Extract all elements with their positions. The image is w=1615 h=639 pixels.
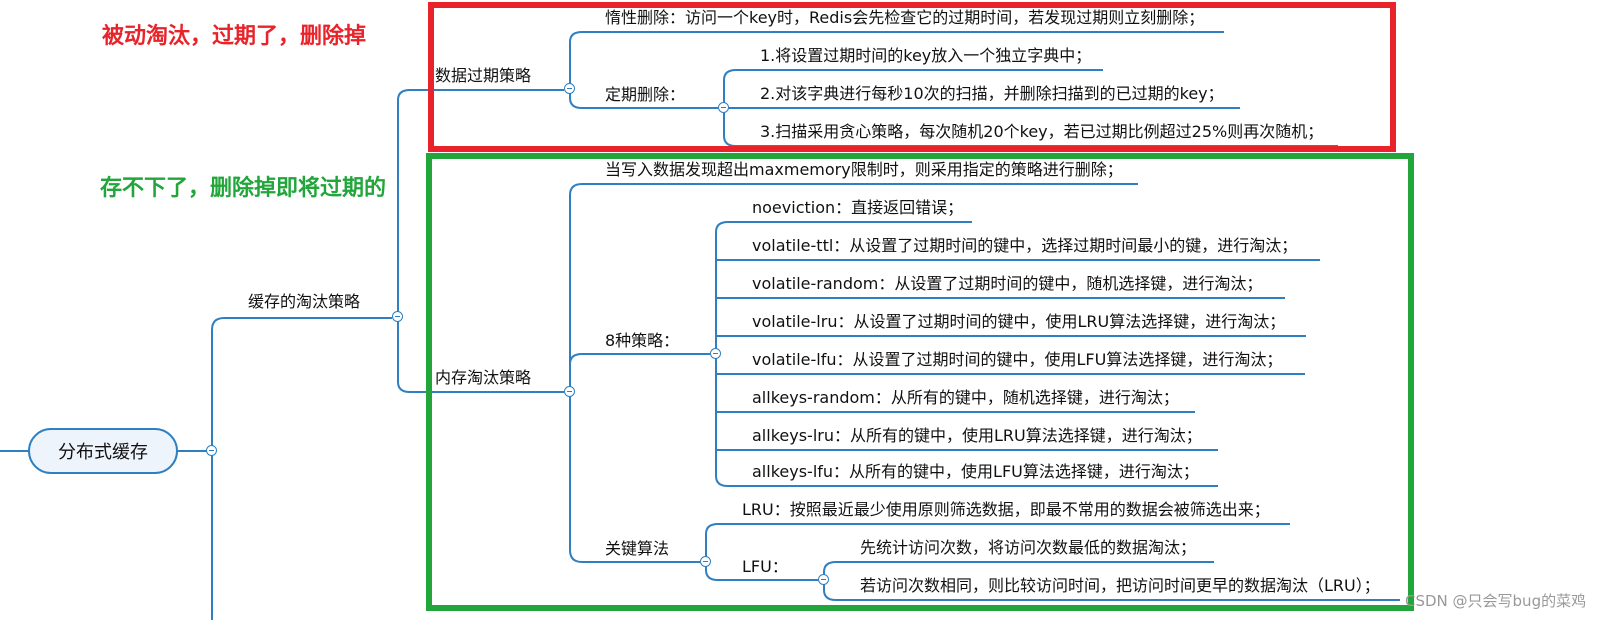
node-lfu[interactable]: LFU： xyxy=(742,557,788,576)
collapse-icon[interactable] xyxy=(392,311,403,322)
red-highlight-box xyxy=(428,2,1396,152)
strategy-item[interactable]: volatile-lru：从设置了过期时间的键中，使用LRU算法选择键，进行淘汰… xyxy=(752,312,1286,331)
node-periodic-step-2[interactable]: 2.对该字典进行每秒10次的扫描，并删除扫描到的已过期的key； xyxy=(760,84,1224,103)
annotation-full: 存不下了，删除掉即将过期的 xyxy=(100,176,387,201)
lfu-item[interactable]: 若访问次数相同，则比较访问时间，把访问时间更早的数据淘汰（LRU）； xyxy=(860,576,1380,595)
node-periodic-step-3[interactable]: 3.扫描采用贪心策略，每次随机20个key，若已过期比例超过25%则再次随机； xyxy=(760,122,1324,141)
node-lazy-delete[interactable]: 惰性删除：访问一个key时，Redis会先检查它的过期时间，若发现过期则立刻删除… xyxy=(605,8,1205,27)
node-lru[interactable]: LRU：按照最近最少使用原则筛选数据，即最不常用的数据会被筛选出来； xyxy=(742,500,1270,519)
node-periodic-delete[interactable]: 定期删除： xyxy=(605,85,686,104)
strategy-item[interactable]: allkeys-lru：从所有的键中，使用LRU算法选择键，进行淘汰； xyxy=(752,426,1202,445)
node-maxmemory-trigger[interactable]: 当写入数据发现超出maxmemory限制时，则采用指定的策略进行删除； xyxy=(605,160,1123,179)
strategy-item[interactable]: volatile-lfu：从设置了过期时间的键中，使用LFU算法选择键，进行淘汰… xyxy=(752,350,1283,369)
collapse-icon[interactable] xyxy=(206,445,217,456)
node-eight-strategies[interactable]: 8种策略： xyxy=(605,331,680,350)
watermark: CSDN @只会写bug的菜鸡 xyxy=(1405,592,1587,610)
node-memory-eviction[interactable]: 内存淘汰策略 xyxy=(435,368,532,387)
node-key-algorithms[interactable]: 关键算法 xyxy=(605,539,670,558)
root-node[interactable]: 分布式缓存 xyxy=(28,428,178,474)
root-label: 分布式缓存 xyxy=(58,442,148,463)
collapse-icon[interactable] xyxy=(818,574,829,585)
strategy-item[interactable]: volatile-ttl：从设置了过期时间的键中，选择过期时间最小的键，进行淘汰… xyxy=(752,236,1298,255)
collapse-icon[interactable] xyxy=(700,556,711,567)
strategy-item[interactable]: allkeys-lfu：从所有的键中，使用LFU算法选择键，进行淘汰； xyxy=(752,462,1199,481)
collapse-icon[interactable] xyxy=(564,83,575,94)
strategy-item[interactable]: allkeys-random：从所有的键中，随机选择键，进行淘汰； xyxy=(752,388,1179,407)
node-periodic-step-1[interactable]: 1.将设置过期时间的key放入一个独立字典中； xyxy=(760,46,1092,65)
green-highlight-box xyxy=(426,153,1414,611)
annotation-passive: 被动淘汰，过期了，删除掉 xyxy=(102,24,367,49)
collapse-icon[interactable] xyxy=(710,348,721,359)
collapse-icon[interactable] xyxy=(564,386,575,397)
node-cache-eviction[interactable]: 缓存的淘汰策略 xyxy=(248,292,361,311)
strategy-item[interactable]: volatile-random：从设置了过期时间的键中，随机选择键，进行淘汰； xyxy=(752,274,1263,293)
lfu-item[interactable]: 先统计访问次数，将访问次数最低的数据淘汰； xyxy=(860,538,1197,557)
node-expiry-strategy[interactable]: 数据过期策略 xyxy=(435,66,532,85)
collapse-icon[interactable] xyxy=(718,102,729,113)
strategy-item[interactable]: noeviction：直接返回错误； xyxy=(752,198,964,217)
